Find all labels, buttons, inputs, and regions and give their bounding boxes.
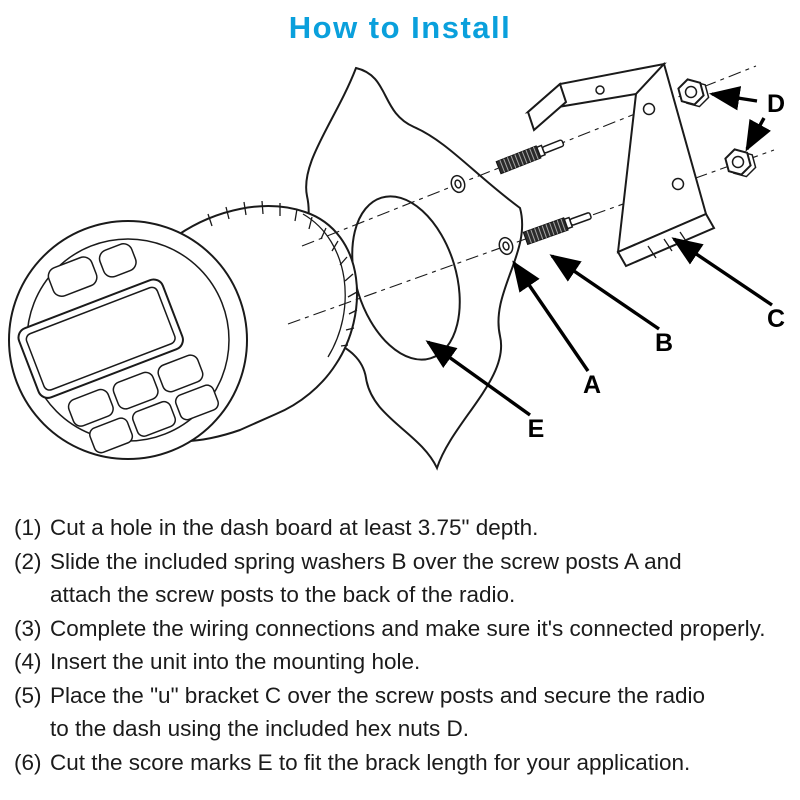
spring-washer-drawing xyxy=(450,174,514,256)
radio-button xyxy=(67,388,114,427)
instruction-item: (3) Complete the wiring connections and … xyxy=(14,612,786,646)
instruction-number: (4) xyxy=(14,649,42,674)
arrow-d1 xyxy=(708,86,758,111)
arrow-a xyxy=(512,260,590,372)
instruction-item: (6) Cut the score marks E to fit the bra… xyxy=(14,746,786,780)
screw-post-drawing xyxy=(495,139,592,246)
install-diagram: How to Install xyxy=(8,10,785,471)
instruction-item: (4) Insert the unit into the mounting ho… xyxy=(14,645,786,679)
radio-button xyxy=(89,417,134,454)
instruction-text: Complete the wiring connections and make… xyxy=(50,615,766,641)
bracket-hole xyxy=(595,85,605,95)
instruction-item: (5) Place the "u" bracket C over the scr… xyxy=(14,679,786,746)
instruction-text: Slide the included spring washers B over… xyxy=(50,548,682,608)
label-d: D xyxy=(767,90,785,118)
label-b: B xyxy=(655,329,673,357)
callout-arrows xyxy=(425,86,773,417)
arrow-c xyxy=(671,237,773,307)
instruction-text: Insert the unit into the mounting hole. xyxy=(50,649,421,674)
u-bracket-drawing xyxy=(524,62,716,268)
page-title: How to Install xyxy=(289,10,512,45)
instruction-number: (5) xyxy=(14,682,42,708)
instruction-item: (1) Cut a hole in the dash board at leas… xyxy=(14,511,786,545)
label-a: A xyxy=(583,371,601,399)
radio-unit-drawing xyxy=(8,200,358,460)
bracket-hole xyxy=(642,102,656,116)
hex-nut-drawing xyxy=(677,78,757,178)
instruction-number: (1) xyxy=(14,515,42,540)
radio-button xyxy=(112,371,159,410)
instruction-number: (3) xyxy=(14,615,42,641)
label-c: C xyxy=(767,305,785,333)
radio-button xyxy=(98,243,137,278)
instruction-text: Cut a hole in the dash board at least 3.… xyxy=(50,515,539,540)
instruction-number: (6) xyxy=(14,749,42,775)
label-e: E xyxy=(528,415,545,443)
instruction-list: (1) Cut a hole in the dash board at leas… xyxy=(0,505,800,779)
instruction-number: (2) xyxy=(14,548,42,574)
arrow-b xyxy=(549,254,660,331)
instruction-text: Place the "u" bracket C over the screw p… xyxy=(50,682,706,742)
instruction-item: (2) Slide the included spring washers B … xyxy=(14,545,786,612)
arrow-e xyxy=(425,340,531,417)
arrow-d2 xyxy=(745,117,771,152)
radio-button xyxy=(47,256,98,298)
instruction-text: Cut the score marks E to fit the brack l… xyxy=(50,749,691,775)
radio-button xyxy=(157,354,204,393)
radio-button xyxy=(131,400,177,437)
bracket-hole xyxy=(671,177,685,191)
radio-button xyxy=(174,384,219,421)
drum-ribs xyxy=(207,200,358,347)
